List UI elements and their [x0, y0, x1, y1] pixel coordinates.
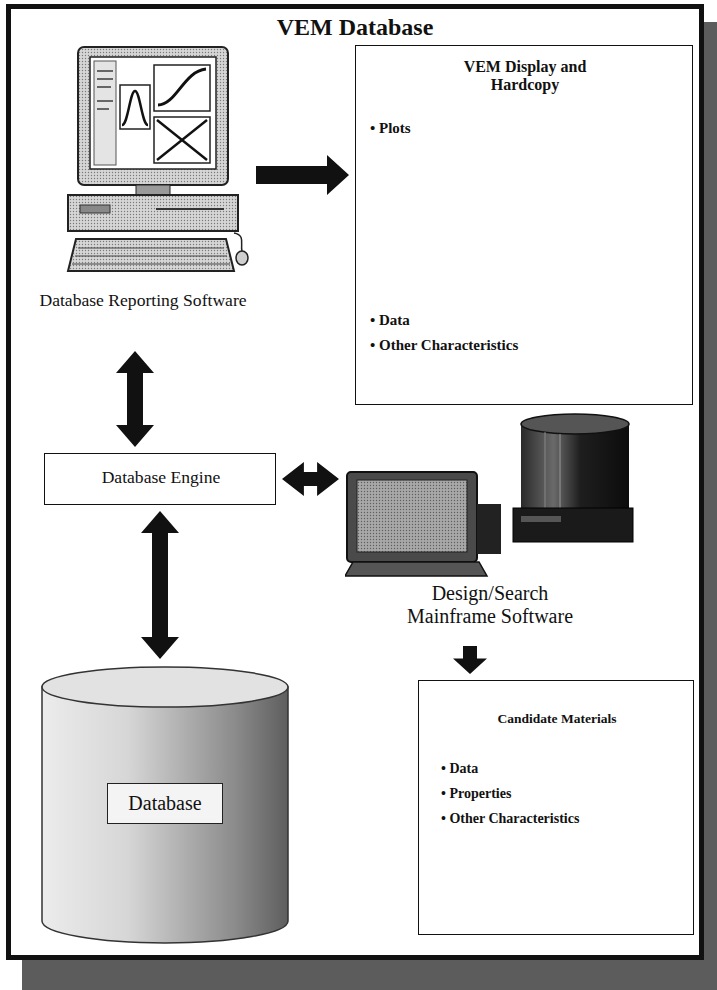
- workstation-node: Database Reporting Software: [36, 45, 250, 345]
- caption: Database Reporting Software: [36, 290, 250, 310]
- illustration-part: [236, 251, 248, 265]
- illustration-part: [97, 70, 113, 72]
- caption: Design/Search Mainframe Software: [390, 582, 590, 628]
- illustration-part: [122, 91, 148, 125]
- text-slot: • Data: [370, 312, 590, 329]
- bullet-item: • Properties: [441, 786, 681, 802]
- illustration-part: [157, 120, 207, 160]
- text-slot: Database Engine: [45, 467, 277, 487]
- block-arrow: [116, 351, 154, 447]
- monitor: [78, 47, 228, 185]
- box-heading: VEM Display and Hardcopy: [440, 58, 610, 95]
- block-arrow: [256, 155, 349, 195]
- text-slot: Design/Search Mainframe Software: [390, 582, 590, 628]
- illustration-part: [560, 434, 561, 517]
- illustration-part: [97, 86, 111, 88]
- illustration-part: [154, 117, 210, 163]
- computer-base: [68, 185, 238, 231]
- block-arrow: [453, 646, 487, 674]
- diagram-title: VEM Database: [11, 14, 699, 42]
- illustration-part: [120, 85, 150, 129]
- bullet-item: • Data: [370, 312, 590, 329]
- mainframe-illustration: [345, 412, 635, 578]
- illustration-part: [156, 208, 224, 210]
- text-slot: VEM Display and Hardcopy: [440, 58, 610, 95]
- illustration-part: [78, 47, 228, 185]
- illustration-part: [136, 185, 170, 195]
- title-slot: VEM Database: [11, 14, 699, 42]
- bullet-item: • Other Characteristics: [441, 811, 681, 827]
- illustration-part: [521, 424, 629, 520]
- mainframe-node: Design/Search Mainframe Software: [345, 412, 635, 640]
- box-label: Database Engine: [45, 467, 277, 487]
- cylinder-body: [42, 687, 288, 943]
- illustration-part: [97, 78, 113, 80]
- illustration-part: [345, 562, 487, 576]
- illustration-part: [158, 69, 206, 105]
- illustration-part: [94, 61, 116, 165]
- illustration-part: [157, 120, 207, 160]
- text-slot: Candidate Materials: [419, 711, 695, 727]
- illustration-part: [72, 264, 230, 265]
- illustration-part: [97, 108, 109, 110]
- keyboard: [68, 239, 234, 271]
- illustration-part: [68, 239, 234, 271]
- text-slot: • Data: [441, 761, 681, 777]
- text-slot: Database: [65, 783, 265, 824]
- workstation-illustration: [36, 45, 250, 285]
- text-slot: • Other Characteristics: [441, 811, 681, 827]
- illustration-part: [97, 100, 113, 102]
- text-slot: • Properties: [441, 786, 681, 802]
- block-arrow: [282, 462, 339, 496]
- illustration-part: [78, 248, 224, 249]
- bullet-item: • Plots: [370, 120, 590, 137]
- tape-unit: [513, 414, 633, 542]
- output-box: VEM Display and Hardcopy • Plots • Data • O…: [355, 45, 693, 405]
- cylinder-top: [42, 667, 288, 707]
- block-arrow: [141, 511, 179, 659]
- box-heading: Candidate Materials: [419, 711, 695, 727]
- illustration-part: [545, 432, 546, 517]
- illustration-part: [521, 414, 629, 434]
- process-box: Database Engine: [44, 453, 276, 505]
- illustration-part: [80, 205, 110, 213]
- text-slot: Database Reporting Software: [36, 290, 250, 310]
- illustration-part: [154, 65, 210, 111]
- text-slot: • Other Characteristics: [370, 337, 590, 354]
- illustration-part: [234, 233, 242, 251]
- database-cylinder: Database: [40, 665, 290, 945]
- output-box: Candidate Materials • Data • Properties • O…: [418, 680, 694, 935]
- illustration-part: [513, 508, 633, 542]
- illustration-part: [347, 472, 477, 562]
- illustration-part: [75, 256, 227, 257]
- bullet-item: • Data: [441, 761, 681, 777]
- mouse: [234, 233, 248, 265]
- terminal: [345, 472, 501, 576]
- illustration-part: [68, 195, 238, 231]
- illustration-part: [521, 516, 561, 522]
- cylinder-label: Database: [107, 783, 222, 824]
- illustration-part: [357, 480, 467, 552]
- bullet-item: • Other Characteristics: [370, 337, 590, 354]
- illustration-part: [90, 57, 216, 169]
- text-slot: • Plots: [370, 120, 590, 137]
- illustration-part: [477, 504, 501, 554]
